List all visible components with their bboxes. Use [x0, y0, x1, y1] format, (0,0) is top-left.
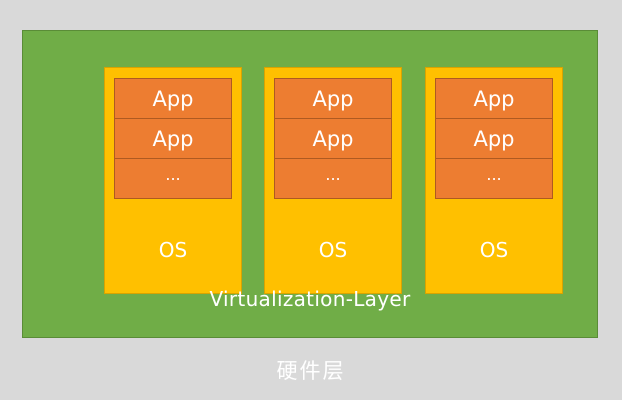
- virtualization-layer: App App ... OS App App ... OS App App ..…: [22, 30, 598, 338]
- vm-os-box-3: App App ... OS: [425, 67, 563, 294]
- vm-os-box-2: App App ... OS: [264, 67, 402, 294]
- app-box: App: [435, 78, 553, 119]
- os-label: OS: [158, 238, 188, 262]
- app-box: App: [274, 118, 392, 159]
- hardware-layer-label: 硬件层: [276, 359, 346, 383]
- os-label: OS: [479, 238, 509, 262]
- app-box: App: [274, 78, 392, 119]
- app-box: App: [114, 118, 232, 159]
- app-box: App: [114, 78, 232, 119]
- app-box: App: [435, 118, 553, 159]
- app-ellipsis-box: ...: [114, 158, 232, 199]
- app-stack-2: App App ...: [274, 78, 392, 199]
- app-stack-1: App App ...: [114, 78, 232, 199]
- os-label: OS: [318, 238, 348, 262]
- app-stack-3: App App ...: [435, 78, 553, 199]
- vm-os-box-1: App App ... OS: [104, 67, 242, 294]
- app-ellipsis-box: ...: [274, 158, 392, 199]
- app-ellipsis-box: ...: [435, 158, 553, 199]
- virtualization-layer-label: Virtualization-Layer: [209, 287, 411, 311]
